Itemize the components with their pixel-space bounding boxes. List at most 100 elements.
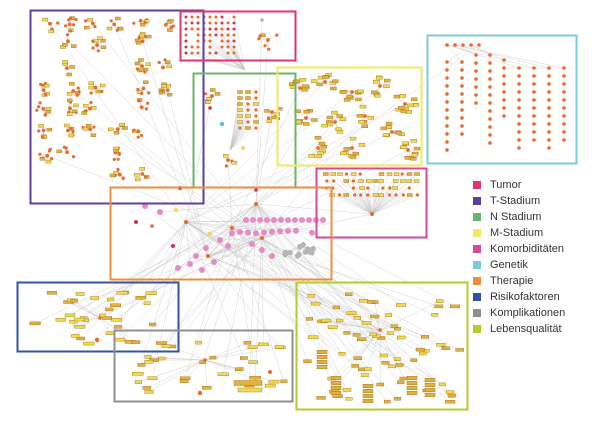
network-node (461, 43, 465, 47)
network-node (341, 89, 348, 94)
legend-swatch (473, 309, 481, 317)
network-edge (261, 237, 264, 345)
network-node (307, 335, 319, 339)
network-node (232, 39, 236, 43)
network-node (97, 36, 103, 40)
network-edge (185, 221, 358, 318)
network-node (532, 130, 536, 134)
network-node (109, 19, 113, 23)
network-node (220, 27, 224, 31)
network-node (225, 243, 231, 249)
network-node (434, 304, 444, 309)
network-node (115, 127, 120, 131)
network-node (375, 76, 383, 80)
network-node (226, 21, 230, 25)
network-node (184, 27, 188, 31)
tumor-cluster-box (179, 10, 297, 62)
network-edge (146, 359, 206, 389)
network-node (411, 153, 419, 157)
network-node (226, 39, 230, 43)
network-node (447, 393, 457, 398)
network-node (388, 186, 392, 190)
network-node (214, 27, 218, 31)
network-node (237, 229, 243, 235)
network-node (73, 103, 79, 108)
network-node (330, 386, 342, 390)
network-edge (227, 159, 233, 229)
network-edge (185, 95, 213, 223)
network-node (282, 251, 289, 258)
network-node (269, 253, 275, 259)
network-node (367, 300, 375, 304)
network-node (323, 80, 327, 84)
network-node (69, 29, 73, 33)
network-node (302, 84, 309, 88)
network-node (222, 153, 229, 158)
network-node (220, 39, 224, 43)
network-edge (261, 219, 324, 239)
network-node (394, 193, 398, 197)
network-node (143, 70, 147, 74)
network-node (254, 202, 258, 206)
network-node (167, 28, 173, 32)
network-node (90, 296, 99, 300)
network-node (352, 333, 361, 337)
network-node (254, 108, 258, 112)
network-node (517, 122, 521, 126)
network-node (81, 111, 87, 115)
network-node (346, 94, 353, 99)
network-node (44, 93, 48, 97)
network-node (258, 342, 269, 347)
network-edge (348, 294, 381, 331)
network-node (292, 217, 298, 223)
network-node (410, 358, 418, 362)
network-node (460, 108, 464, 112)
network-node (414, 172, 420, 176)
network-node (502, 58, 506, 62)
network-node (390, 130, 394, 134)
network-node (488, 85, 492, 89)
network-node (214, 21, 218, 25)
network-node (331, 110, 338, 115)
network-node (264, 109, 270, 113)
network-edge (332, 194, 373, 215)
network-node (502, 90, 506, 94)
network-node (372, 193, 379, 197)
network-node (517, 82, 521, 86)
network-node (66, 39, 70, 44)
network-node (132, 372, 144, 376)
network-node (190, 51, 194, 55)
network-node (370, 212, 374, 216)
network-node (280, 379, 288, 383)
network-node (547, 130, 551, 134)
network-node (116, 157, 120, 161)
network-node (332, 79, 339, 83)
network-edge (191, 28, 246, 71)
network-node (84, 19, 88, 23)
network-edge (255, 203, 391, 334)
network-node (424, 393, 436, 397)
network-node (310, 301, 321, 306)
network-node (353, 193, 357, 197)
network-node (45, 107, 52, 111)
network-node (338, 352, 346, 356)
network-node (517, 98, 521, 102)
genetik-cluster-box (426, 34, 578, 165)
network-node (190, 15, 194, 19)
network-node (41, 128, 46, 133)
network-node (460, 76, 464, 80)
network-node (332, 179, 336, 183)
network-node (241, 146, 245, 150)
network-node (307, 294, 315, 298)
network-node (445, 400, 456, 404)
legend-item-m-stadium: M-Stadium (473, 225, 565, 241)
network-node (562, 66, 566, 70)
network-node (83, 341, 95, 346)
network-node (62, 43, 68, 47)
network-node (350, 172, 357, 176)
network-node (321, 123, 328, 128)
network-edge (148, 237, 263, 362)
network-node (517, 138, 521, 142)
network-node (305, 317, 314, 321)
network-node (351, 186, 356, 190)
